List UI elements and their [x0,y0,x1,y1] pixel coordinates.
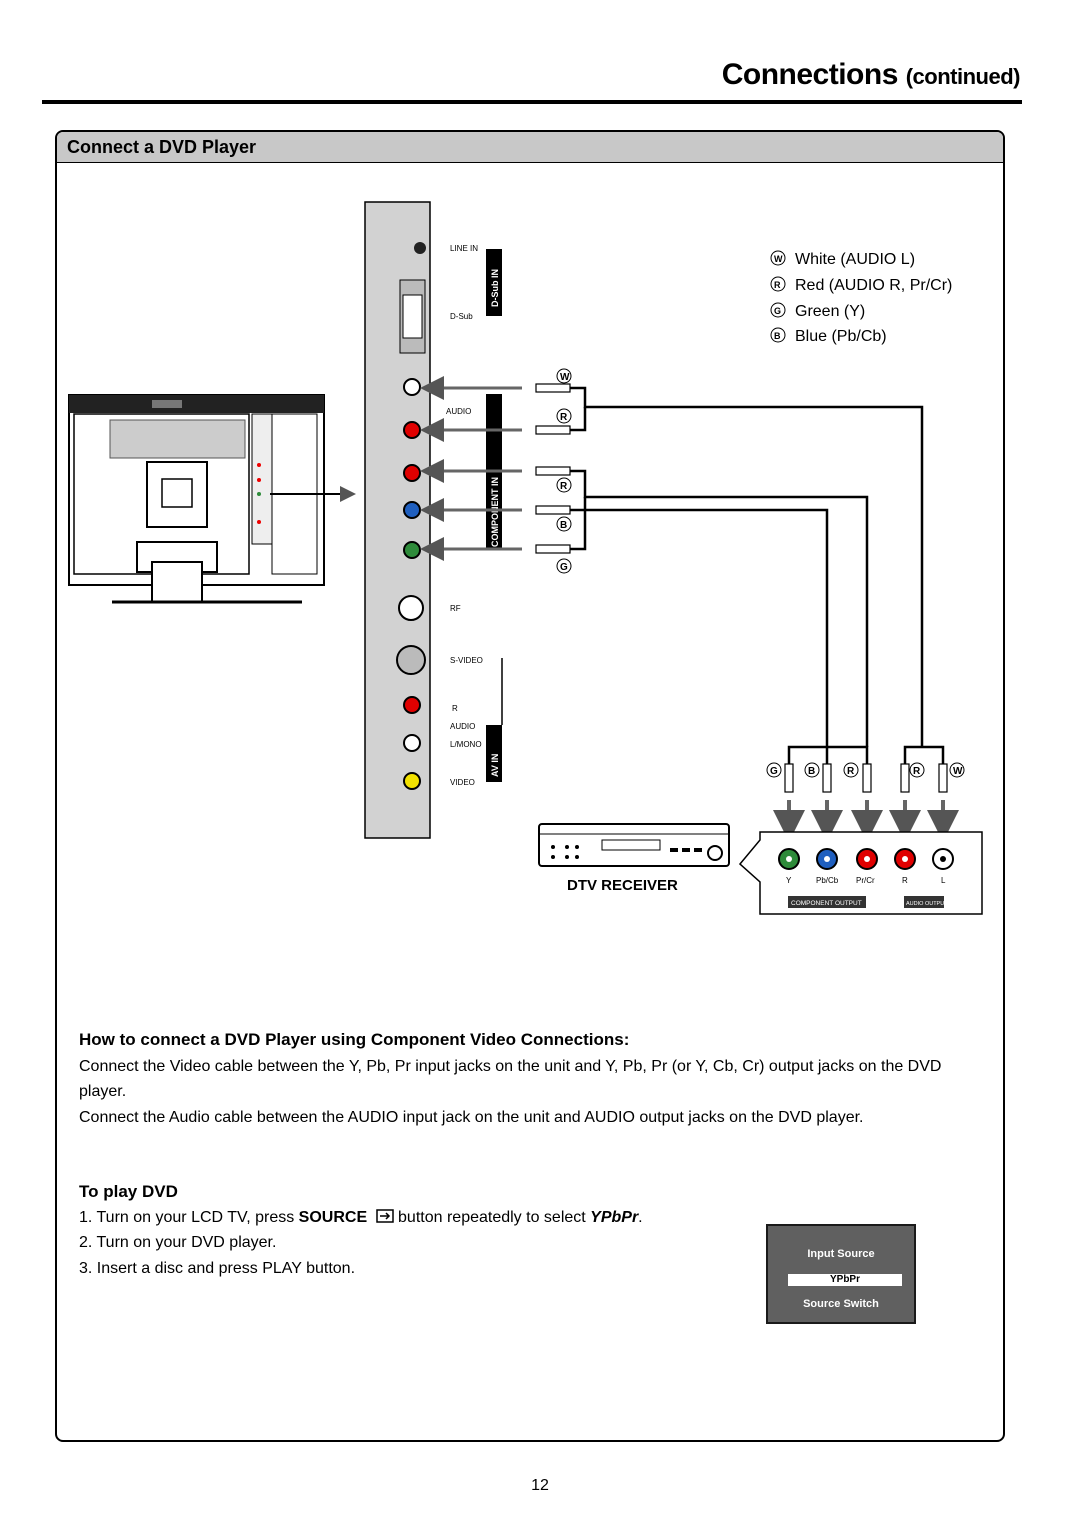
instructions-para-2: Connect the Audio cable between the AUDI… [79,1109,864,1126]
jack-r: R [902,876,908,885]
header-rule [42,100,1022,104]
legend-red: Red (AUDIO R, Pr/Cr) [795,277,952,294]
rca-plugs-right [784,763,948,793]
jack-pr: Pr/Cr [856,876,875,885]
color-legend: W White (AUDIO L) R Red (AUDIO R, Pr/Cr)… [770,250,952,345]
cable-badges: W R R B G [556,368,572,574]
out-badge-r1: R [847,766,855,777]
svideo-label: S-VIDEO [450,656,483,665]
instructions-heading: How to connect a DVD Player using Compon… [79,1030,630,1049]
badge-w1: W [560,372,570,383]
connection-diagram: LINE IN D-Sub IN D-Sub AUDIO COMPONENT I… [68,201,983,915]
out-badge-w: W [953,766,963,777]
out-badge-b: B [808,766,815,777]
play-heading: To play DVD [79,1182,178,1201]
input-arrows [420,376,522,561]
output-arrows [773,800,959,842]
output-plug-badges: G B R R W [766,762,965,778]
audio2-label: AUDIO [450,722,475,731]
instructions-para-1: Connect the Video cable between the Y, P… [79,1058,942,1100]
audio-label: AUDIO [446,407,471,416]
tv-back-illustration [68,394,356,604]
source-icon [375,1209,394,1223]
legend-g-badge: G [774,306,781,316]
play-step-1: 1. Turn on your LCD TV, press SOURCE but… [79,1209,643,1226]
out-badge-g: G [770,766,778,777]
jack-y: Y [786,876,792,885]
dtv-receiver-label: DTV RECEIVER [567,877,678,894]
receiver-output-panel [738,831,983,915]
out-badge-r2: R [913,766,921,777]
page-number: 12 [531,1477,549,1494]
lmono-label: L/MONO [450,740,482,749]
play-step-2: 2. Turn on your DVD player. [79,1234,277,1251]
badge-b1: B [560,520,567,531]
legend-white: White (AUDIO L) [795,251,915,268]
dsub-in-label: D-Sub IN [490,269,500,307]
dsub-label: D-Sub [450,312,473,321]
badge-r1: R [560,412,568,423]
rf-label: RF [450,604,461,613]
osd-title: Input Source [807,1248,875,1260]
badge-r2: R [560,481,568,492]
jack-pb: Pb/Cb [816,876,839,885]
line-in-label: LINE IN [450,244,478,253]
video-label: VIDEO [450,778,475,787]
audio-output-label: AUDIO OUTPUT [906,901,948,907]
input-source-osd: Input Source YPbPr Source Switch [766,1224,916,1324]
osd-footer: Source Switch [803,1298,879,1310]
osd-selected-item: YPbPr [788,1274,902,1286]
legend-green: Green (Y) [795,303,865,320]
play-step-3: 3. Insert a disc and press PLAY button. [79,1260,356,1277]
badge-g1: G [560,562,568,573]
component-output-label: COMPONENT OUTPUT [791,900,862,907]
legend-w-badge: W [774,254,783,264]
section-title: Connect a DVD Player [57,132,1003,163]
legend-r-badge: R [774,280,781,290]
jack-l: L [941,876,946,885]
dtv-receiver-illustration [538,823,730,867]
component-in-label: COMPONENT IN [490,477,500,547]
cables [570,386,945,764]
legend-b-badge: B [774,331,781,341]
av-in-label: AV IN [490,754,500,777]
receiver-jack-labels: Y Pb/Cb Pr/Cr R L [786,876,946,885]
connect-dvd-panel: Connect a DVD Player [55,130,1005,1442]
audio-r-label: R [452,704,458,713]
page-title: Connections (continued) [721,58,1021,91]
legend-blue: Blue (Pb/Cb) [795,328,887,345]
tv-side-panel [364,201,503,839]
